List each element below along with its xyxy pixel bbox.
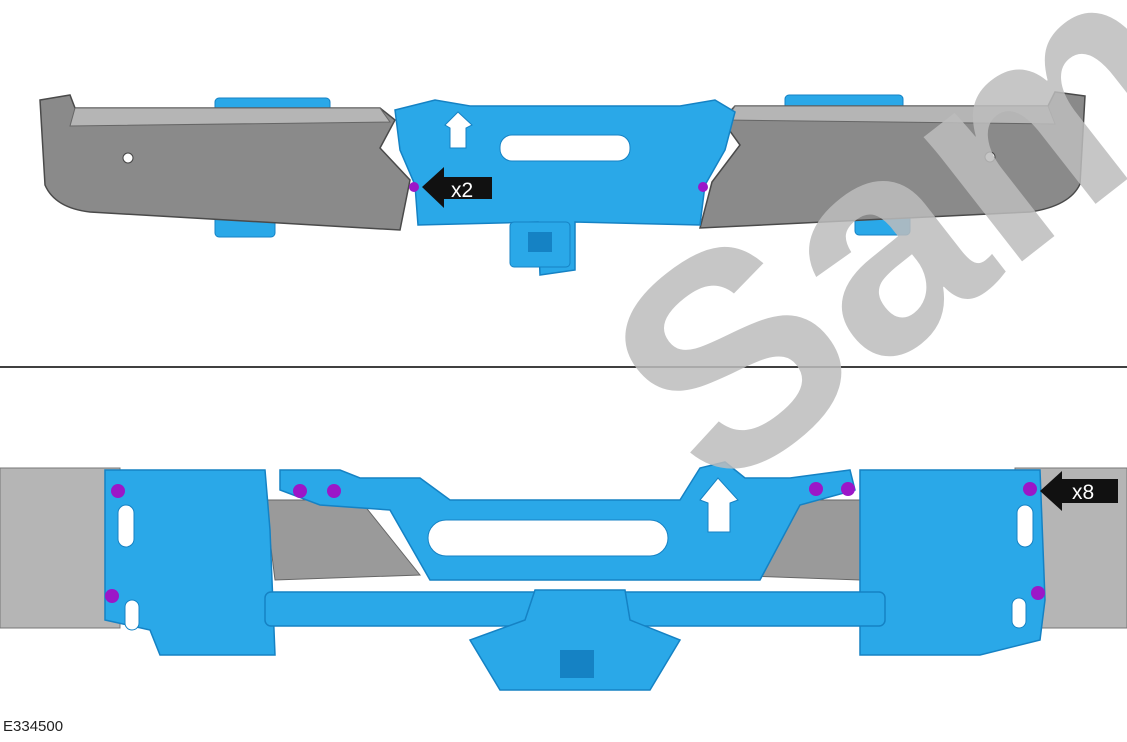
bottom-left-bumper-end [0, 467, 121, 629]
bottom-center-slot [427, 519, 669, 557]
bottom-fastener [105, 589, 119, 603]
bottom-hitch-receiver [468, 589, 682, 691]
bottom-right-mount-plate [859, 469, 1046, 656]
bottom-left-mount-plate [104, 469, 276, 656]
bottom-fastener [809, 482, 823, 496]
top-fastener-right [698, 182, 708, 192]
top-right-bumper-end [699, 91, 1086, 229]
bottom-fastener [841, 482, 855, 496]
bottom-left-plate-lower-slot [124, 599, 140, 631]
top-callout-label: x2 [451, 179, 473, 202]
top-tow-eye-opening [444, 111, 473, 149]
top-left-sensor-hole [122, 152, 134, 164]
bottom-left-plate-slot [117, 504, 135, 548]
top-left-bumper-step [69, 107, 391, 127]
top-fastener-left [409, 182, 419, 192]
top-center-frame [394, 99, 736, 276]
bottom-tow-eye-opening [699, 477, 739, 533]
top-callout: x2 [422, 167, 492, 208]
bottom-callout-arrow-icon [1040, 471, 1118, 511]
figure-id-label: E334500 [3, 718, 64, 735]
bottom-fastener [1023, 482, 1037, 496]
bottom-view-bumper-assembly [0, 461, 1127, 691]
bottom-fastener [327, 484, 341, 498]
top-center-slot [499, 134, 631, 162]
top-callout-arrow-icon [422, 167, 492, 208]
top-hitch-receiver-opening [528, 232, 552, 252]
top-right-sensor-hole [984, 151, 996, 163]
bottom-fastener [293, 484, 307, 498]
bottom-fastener [1031, 586, 1045, 600]
bottom-callout-label: x8 [1072, 481, 1094, 504]
bottom-right-plate-slot [1016, 504, 1034, 548]
bottom-right-plate-lower-slot [1011, 597, 1027, 629]
bottom-hitch-receiver-opening [560, 650, 594, 678]
bottom-fastener [111, 484, 125, 498]
bottom-callout: x8 [1040, 471, 1118, 511]
top-view-bumper-assembly [39, 91, 1086, 276]
top-left-bumper-end [39, 94, 411, 231]
